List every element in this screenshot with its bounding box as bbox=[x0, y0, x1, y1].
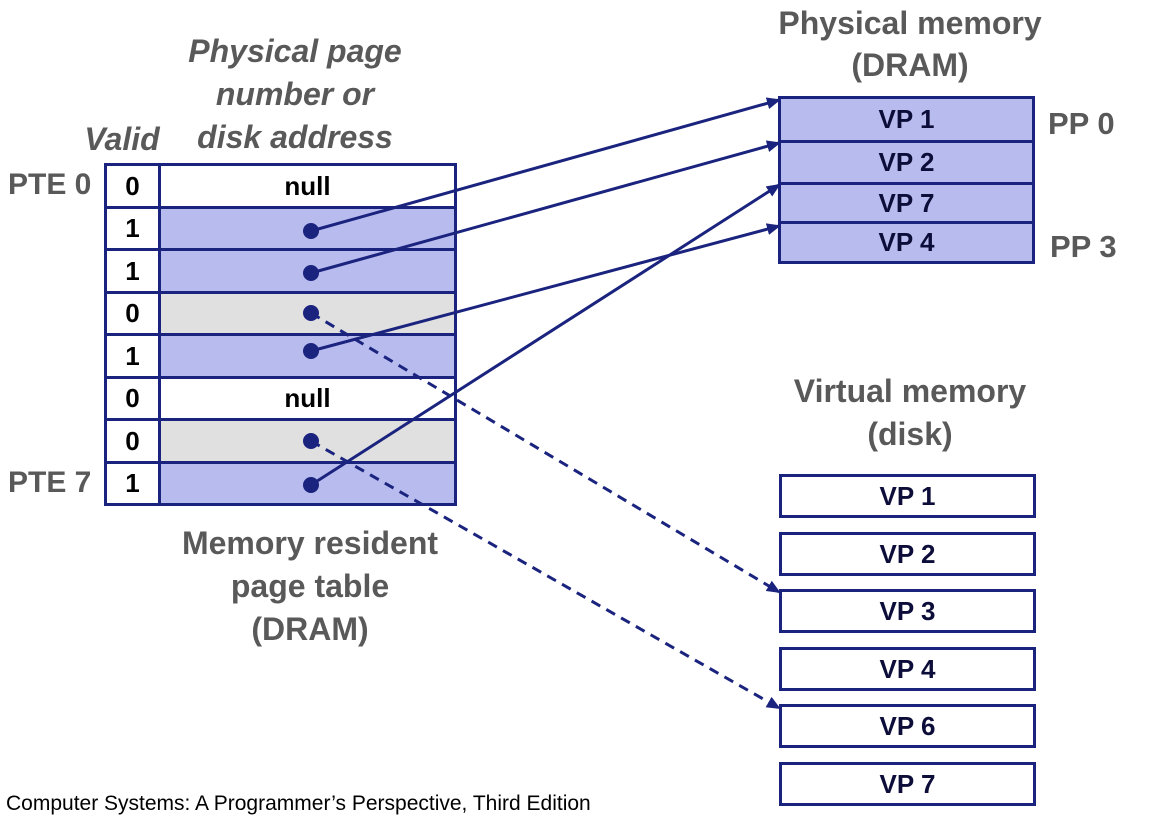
pte-0-label: PTE 0 bbox=[8, 168, 92, 201]
disk-mapping-arrow bbox=[310, 439, 781, 710]
virtual-page: VP 3 bbox=[779, 589, 1036, 633]
virtual-page: VP 7 bbox=[779, 762, 1036, 806]
ppn-header-line-2: number or bbox=[215, 76, 375, 112]
pointer-dot bbox=[303, 265, 319, 281]
virtual-memory-title-line-1: Virtual memory bbox=[793, 373, 1027, 409]
memory-mapping-arrow bbox=[310, 140, 781, 275]
pointer-dot bbox=[303, 433, 319, 449]
physical-memory-title-line-1: Physical memory bbox=[778, 5, 1042, 41]
page-table-title-line-3: (DRAM) bbox=[251, 611, 369, 647]
virtual-page: VP 2 bbox=[779, 532, 1036, 576]
pointer-dot bbox=[303, 223, 319, 239]
footer-citation: Computer Systems: A Programmer’s Perspec… bbox=[6, 792, 591, 815]
physical-page: VP 7 bbox=[778, 182, 1035, 224]
memory-mapping-arrow bbox=[310, 97, 781, 233]
disk-mapping-arrow bbox=[310, 311, 781, 594]
virtual-page: VP 1 bbox=[779, 474, 1036, 518]
virtual-page: VP 6 bbox=[779, 704, 1036, 748]
pointer-dot bbox=[303, 305, 319, 321]
page-table-title-line-2: page table bbox=[230, 568, 390, 604]
page-table-title-line-1: Memory resident bbox=[181, 525, 439, 561]
memory-mapping-arrow bbox=[310, 183, 781, 487]
ppn-header-line-3: disk address bbox=[197, 119, 393, 155]
physical-page: VP 2 bbox=[778, 140, 1035, 185]
memory-mapping-arrow bbox=[310, 223, 781, 353]
pointer-dot bbox=[303, 343, 319, 359]
physical-memory-title-line-2: (DRAM) bbox=[851, 47, 969, 83]
virtual-memory-title-line-2: (disk) bbox=[867, 416, 953, 452]
pte-7-label: PTE 7 bbox=[8, 466, 92, 499]
pp-0-label: PP 0 bbox=[1048, 106, 1115, 141]
virtual-page: VP 4 bbox=[779, 647, 1036, 691]
pp-3-label: PP 3 bbox=[1050, 229, 1117, 264]
valid-header: Valid bbox=[84, 121, 160, 157]
pointer-dot bbox=[303, 477, 319, 493]
physical-page: VP 4 bbox=[778, 221, 1035, 264]
pte-address-cell: null bbox=[158, 376, 457, 421]
ppn-header-line-1: Physical page bbox=[188, 33, 402, 69]
